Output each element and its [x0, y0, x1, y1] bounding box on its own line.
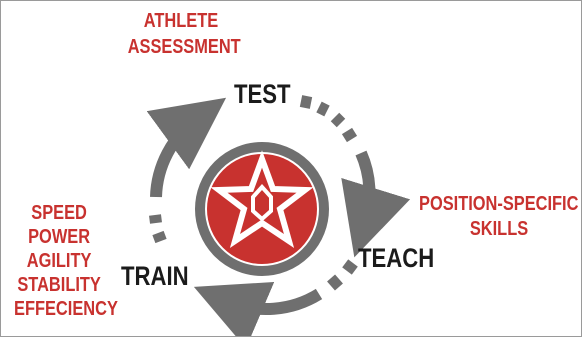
- stage-teach: TEACH: [358, 243, 435, 273]
- dash-segment: [152, 230, 167, 244]
- quality-item: POWER: [28, 226, 91, 248]
- skills-label: POSITION-SPECIFIC SKILLS: [419, 193, 581, 240]
- assessment-label: ATHLETE ASSESSMENT: [127, 10, 241, 58]
- cycle-arrow-icon: [193, 282, 323, 336]
- quality-item: SPEED: [31, 202, 87, 224]
- dash-segment: [149, 214, 162, 224]
- assessment-line-1: ATHLETE: [143, 10, 219, 32]
- inner-ring: [195, 142, 329, 276]
- dash-segment: [327, 274, 343, 291]
- dash-segment: [299, 95, 313, 109]
- assessment-line-2: ASSESSMENT: [127, 36, 241, 58]
- dash-segment: [330, 112, 346, 128]
- quality-item: STABILITY: [17, 274, 101, 296]
- stage-train: TRAIN: [121, 261, 189, 291]
- stage-test: TEST: [234, 79, 291, 109]
- qualities-list: SPEED POWER AGILITY STABILITY EFFECIENCY: [14, 201, 118, 321]
- cycle-arrow-icon: [341, 150, 411, 258]
- dash-segment: [341, 127, 358, 143]
- quality-item: EFFECIENCY: [14, 298, 118, 320]
- star-emblem-icon: [210, 150, 314, 248]
- skills-line-1: POSITION-SPECIFIC: [419, 193, 579, 215]
- dash-segment: [342, 259, 358, 275]
- center-disc: [207, 154, 317, 264]
- cycle-arrows: [146, 95, 411, 336]
- skills-line-2: SKILLS: [469, 218, 529, 240]
- dash-segment: [316, 101, 330, 117]
- cycle-arrow-icon: [146, 97, 227, 198]
- quality-item: AGILITY: [26, 250, 92, 272]
